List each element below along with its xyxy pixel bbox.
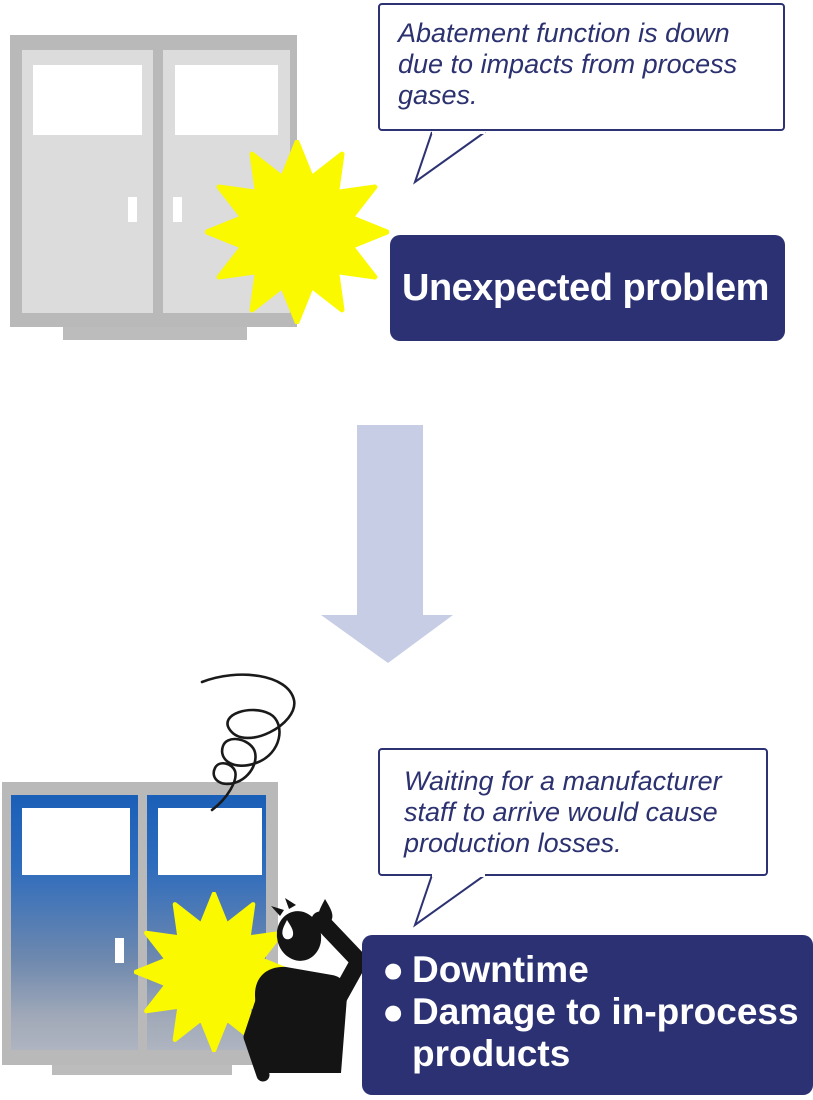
unexpected-problem-banner: Unexpected problem [390, 235, 785, 341]
bottom-speech-bubble-tail [413, 874, 486, 928]
list-item: ● Downtime [382, 949, 805, 991]
cabinet-base [52, 1065, 232, 1075]
top-speech-bubble-text: Abatement function is down due to impact… [398, 18, 738, 110]
top-speech-bubble-tail [413, 131, 486, 185]
cabinet-right-handle [173, 197, 182, 222]
top-speech-bubble: Abatement function is down due to impact… [378, 3, 785, 131]
cabinet-right-window [158, 808, 262, 875]
cabinet-left-window [22, 808, 130, 875]
consequences-banner: ● Downtime ● Damage to in-process produc… [362, 935, 813, 1095]
list-item-label: Damage to in-process products [412, 991, 799, 1074]
dizzy-spiral-icon [200, 673, 296, 812]
bottom-speech-bubble-text: Waiting for a manufacturer staff to arri… [404, 766, 722, 858]
list-item-label: Downtime [412, 949, 589, 990]
cabinet-base [63, 327, 247, 340]
worried-person-icon [243, 898, 368, 1082]
consequences-list: ● Downtime ● Damage to in-process produc… [362, 935, 813, 1075]
sweat-drop-icon [282, 920, 294, 940]
cabinet-right-window [175, 65, 278, 135]
cabinet-left-handle [128, 197, 137, 222]
cabinet-left-window [33, 65, 142, 135]
cabinet-left-handle [115, 938, 124, 963]
bottom-speech-bubble: Waiting for a manufacturer staff to arri… [378, 748, 768, 876]
list-item: ● Damage to in-process products [382, 991, 805, 1075]
unexpected-problem-label: Unexpected problem [402, 266, 769, 309]
bullet-icon: ● [382, 949, 405, 990]
bullet-icon: ● [382, 991, 405, 1032]
down-arrow-icon [321, 425, 453, 663]
impact-starburst-icon [205, 140, 389, 324]
sweat-drop-icon [318, 899, 333, 924]
